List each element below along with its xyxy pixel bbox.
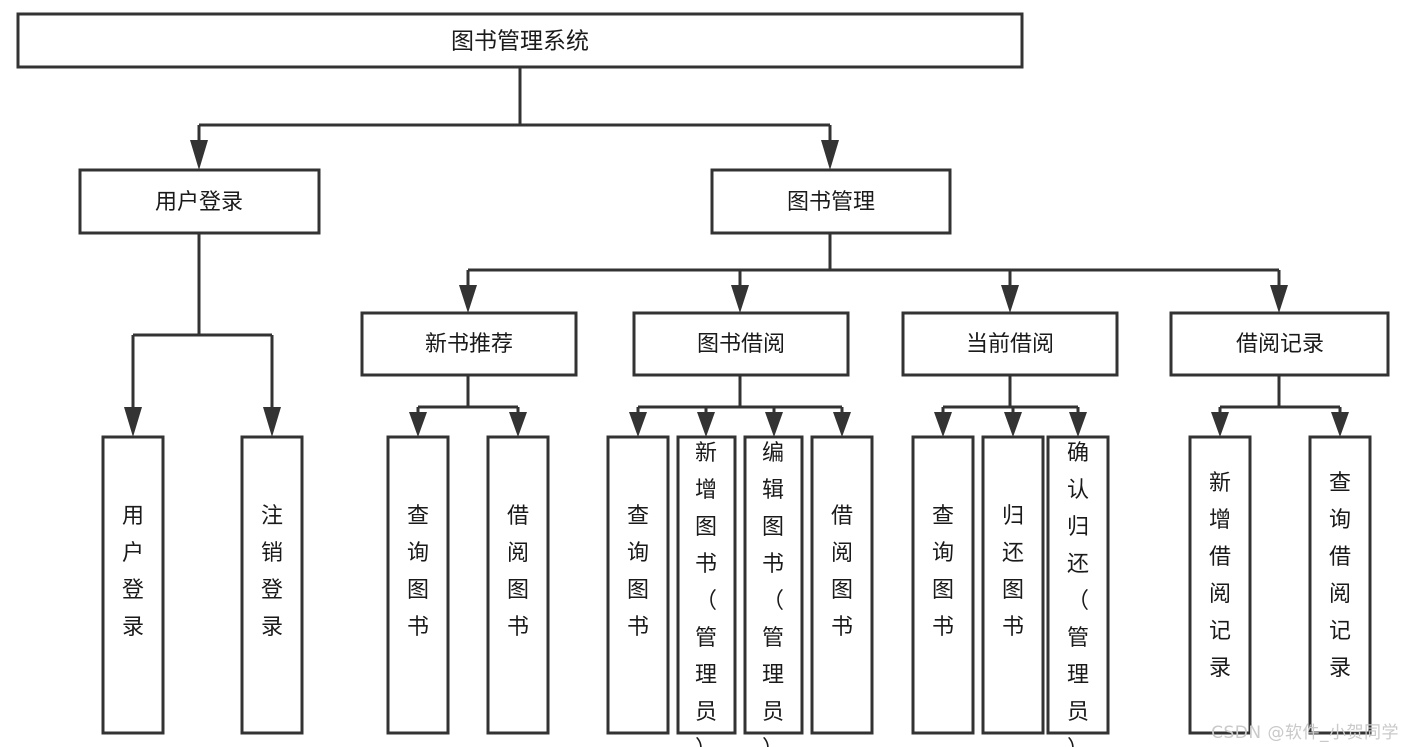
node-leaf-borrow-book-2-box[interactable] [810,435,874,735]
node-leaf-user-login-label: 用户登录 [122,504,144,640]
arrow-head-leaf-return-book [1004,412,1022,437]
node-current-borrow-label: 当前借阅 [966,332,1054,357]
node-leaf-query-book-1-label: 查询图书 [407,504,429,640]
csdn-watermark: CSDN @软件_小贺同学 [1211,723,1399,743]
node-leaf-return-book-box[interactable] [981,435,1045,735]
arrow-head-leaf-confirm-return [1069,412,1087,437]
node-book-manage-box[interactable] [710,168,952,235]
arrow-head-leaf-edit-book [765,412,783,437]
node-book-borrow[interactable]: 图书借阅 [632,311,850,377]
node-leaf-edit-book-box[interactable] [743,435,804,735]
node-borrow-record-box[interactable] [1169,311,1390,377]
arrow-head-leaf-query-record [1331,412,1349,437]
node-leaf-add-book[interactable]: 新增图书（管理员） [676,435,737,747]
node-leaf-query-book-1[interactable]: 查询图书 [386,435,450,735]
node-leaf-user-login[interactable]: 用户登录 [101,435,165,735]
node-borrow-record-label: 借阅记录 [1236,332,1324,357]
arrow-head-borrow-record [1270,285,1288,313]
arrow-head-leaf-user-login [124,407,142,437]
arrow-head-book-manage [821,140,839,170]
node-leaf-borrow-book-2-label: 借阅图书 [831,504,853,640]
arrow-head-leaf-borrow-book-1 [509,412,527,437]
node-leaf-edit-book-label: 编辑图书（管理员） [762,441,784,747]
node-leaf-confirm-return-label: 确认归还（管理员） [1067,441,1089,747]
node-leaf-add-record-box[interactable] [1188,435,1252,735]
node-book-manage[interactable]: 图书管理 [710,168,952,235]
node-leaf-return-book[interactable]: 归还图书 [981,435,1045,735]
node-root-box[interactable] [16,12,1024,69]
arrow-head-user-login [190,140,208,170]
node-leaf-query-book-3-label: 查询图书 [932,504,954,640]
arrow-head-leaf-borrow-book-2 [833,412,851,437]
node-leaf-query-book-1-box[interactable] [386,435,450,735]
node-leaf-query-book-3[interactable]: 查询图书 [911,435,975,735]
node-new-book-recommend[interactable]: 新书推荐 [360,311,578,377]
node-leaf-borrow-book-1-label: 借阅图书 [507,504,529,640]
arrow-head-leaf-query-book-2 [629,412,647,437]
node-leaf-query-book-3-box[interactable] [911,435,975,735]
node-leaf-borrow-book-1-box[interactable] [486,435,550,735]
node-book-borrow-label: 图书借阅 [697,332,785,357]
arrow-head-leaf-query-book-1 [409,412,427,437]
node-user-login-box[interactable] [78,168,321,235]
node-leaf-return-book-label: 归还图书 [1002,504,1024,640]
node-leaf-query-record-box[interactable] [1308,435,1372,735]
node-root-label: 图书管理系统 [451,29,589,55]
connectors-group [124,67,1349,437]
node-leaf-logout-label: 注销登录 [261,504,283,640]
node-borrow-record[interactable]: 借阅记录 [1169,311,1390,377]
node-leaf-query-record-label: 查询借阅记录 [1329,471,1351,681]
node-leaf-confirm-return[interactable]: 确认归还（管理员） [1046,435,1110,747]
node-leaf-confirm-return-box[interactable] [1046,435,1110,735]
node-user-login-label: 用户登录 [155,190,243,215]
node-leaf-add-book-label: 新增图书（管理员） [695,441,717,747]
arrow-head-leaf-add-book [697,412,715,437]
node-leaf-query-book-2-box[interactable] [606,435,670,735]
node-book-borrow-box[interactable] [632,311,850,377]
node-leaf-add-record-label: 新增借阅记录 [1209,471,1231,681]
arrow-head-new-book-recommend [459,285,477,313]
node-new-book-recommend-box[interactable] [360,311,578,377]
arrow-head-book-borrow [731,285,749,313]
node-leaf-user-login-box[interactable] [101,435,165,735]
node-current-borrow[interactable]: 当前借阅 [901,311,1119,377]
node-book-manage-label: 图书管理 [787,190,875,215]
node-leaf-logout[interactable]: 注销登录 [240,435,304,735]
node-user-login[interactable]: 用户登录 [78,168,321,235]
node-leaf-query-book-2[interactable]: 查询图书 [606,435,670,735]
node-leaf-edit-book[interactable]: 编辑图书（管理员） [743,435,804,747]
node-leaf-logout-box[interactable] [240,435,304,735]
node-root[interactable]: 图书管理系统 [16,12,1024,69]
node-leaf-add-record[interactable]: 新增借阅记录 [1188,435,1252,735]
node-current-borrow-box[interactable] [901,311,1119,377]
node-leaf-query-book-2-label: 查询图书 [627,504,649,640]
arrow-head-leaf-query-book-3 [934,412,952,437]
node-leaf-add-book-box[interactable] [676,435,737,735]
arrow-head-leaf-logout [263,407,281,437]
node-leaf-query-record[interactable]: 查询借阅记录 [1308,435,1372,735]
arrow-head-current-borrow [1001,285,1019,313]
node-new-book-recommend-label: 新书推荐 [425,332,513,357]
node-leaf-borrow-book-1[interactable]: 借阅图书 [486,435,550,735]
node-leaf-borrow-book-2[interactable]: 借阅图书 [810,435,874,735]
arrow-head-leaf-add-record [1211,412,1229,437]
